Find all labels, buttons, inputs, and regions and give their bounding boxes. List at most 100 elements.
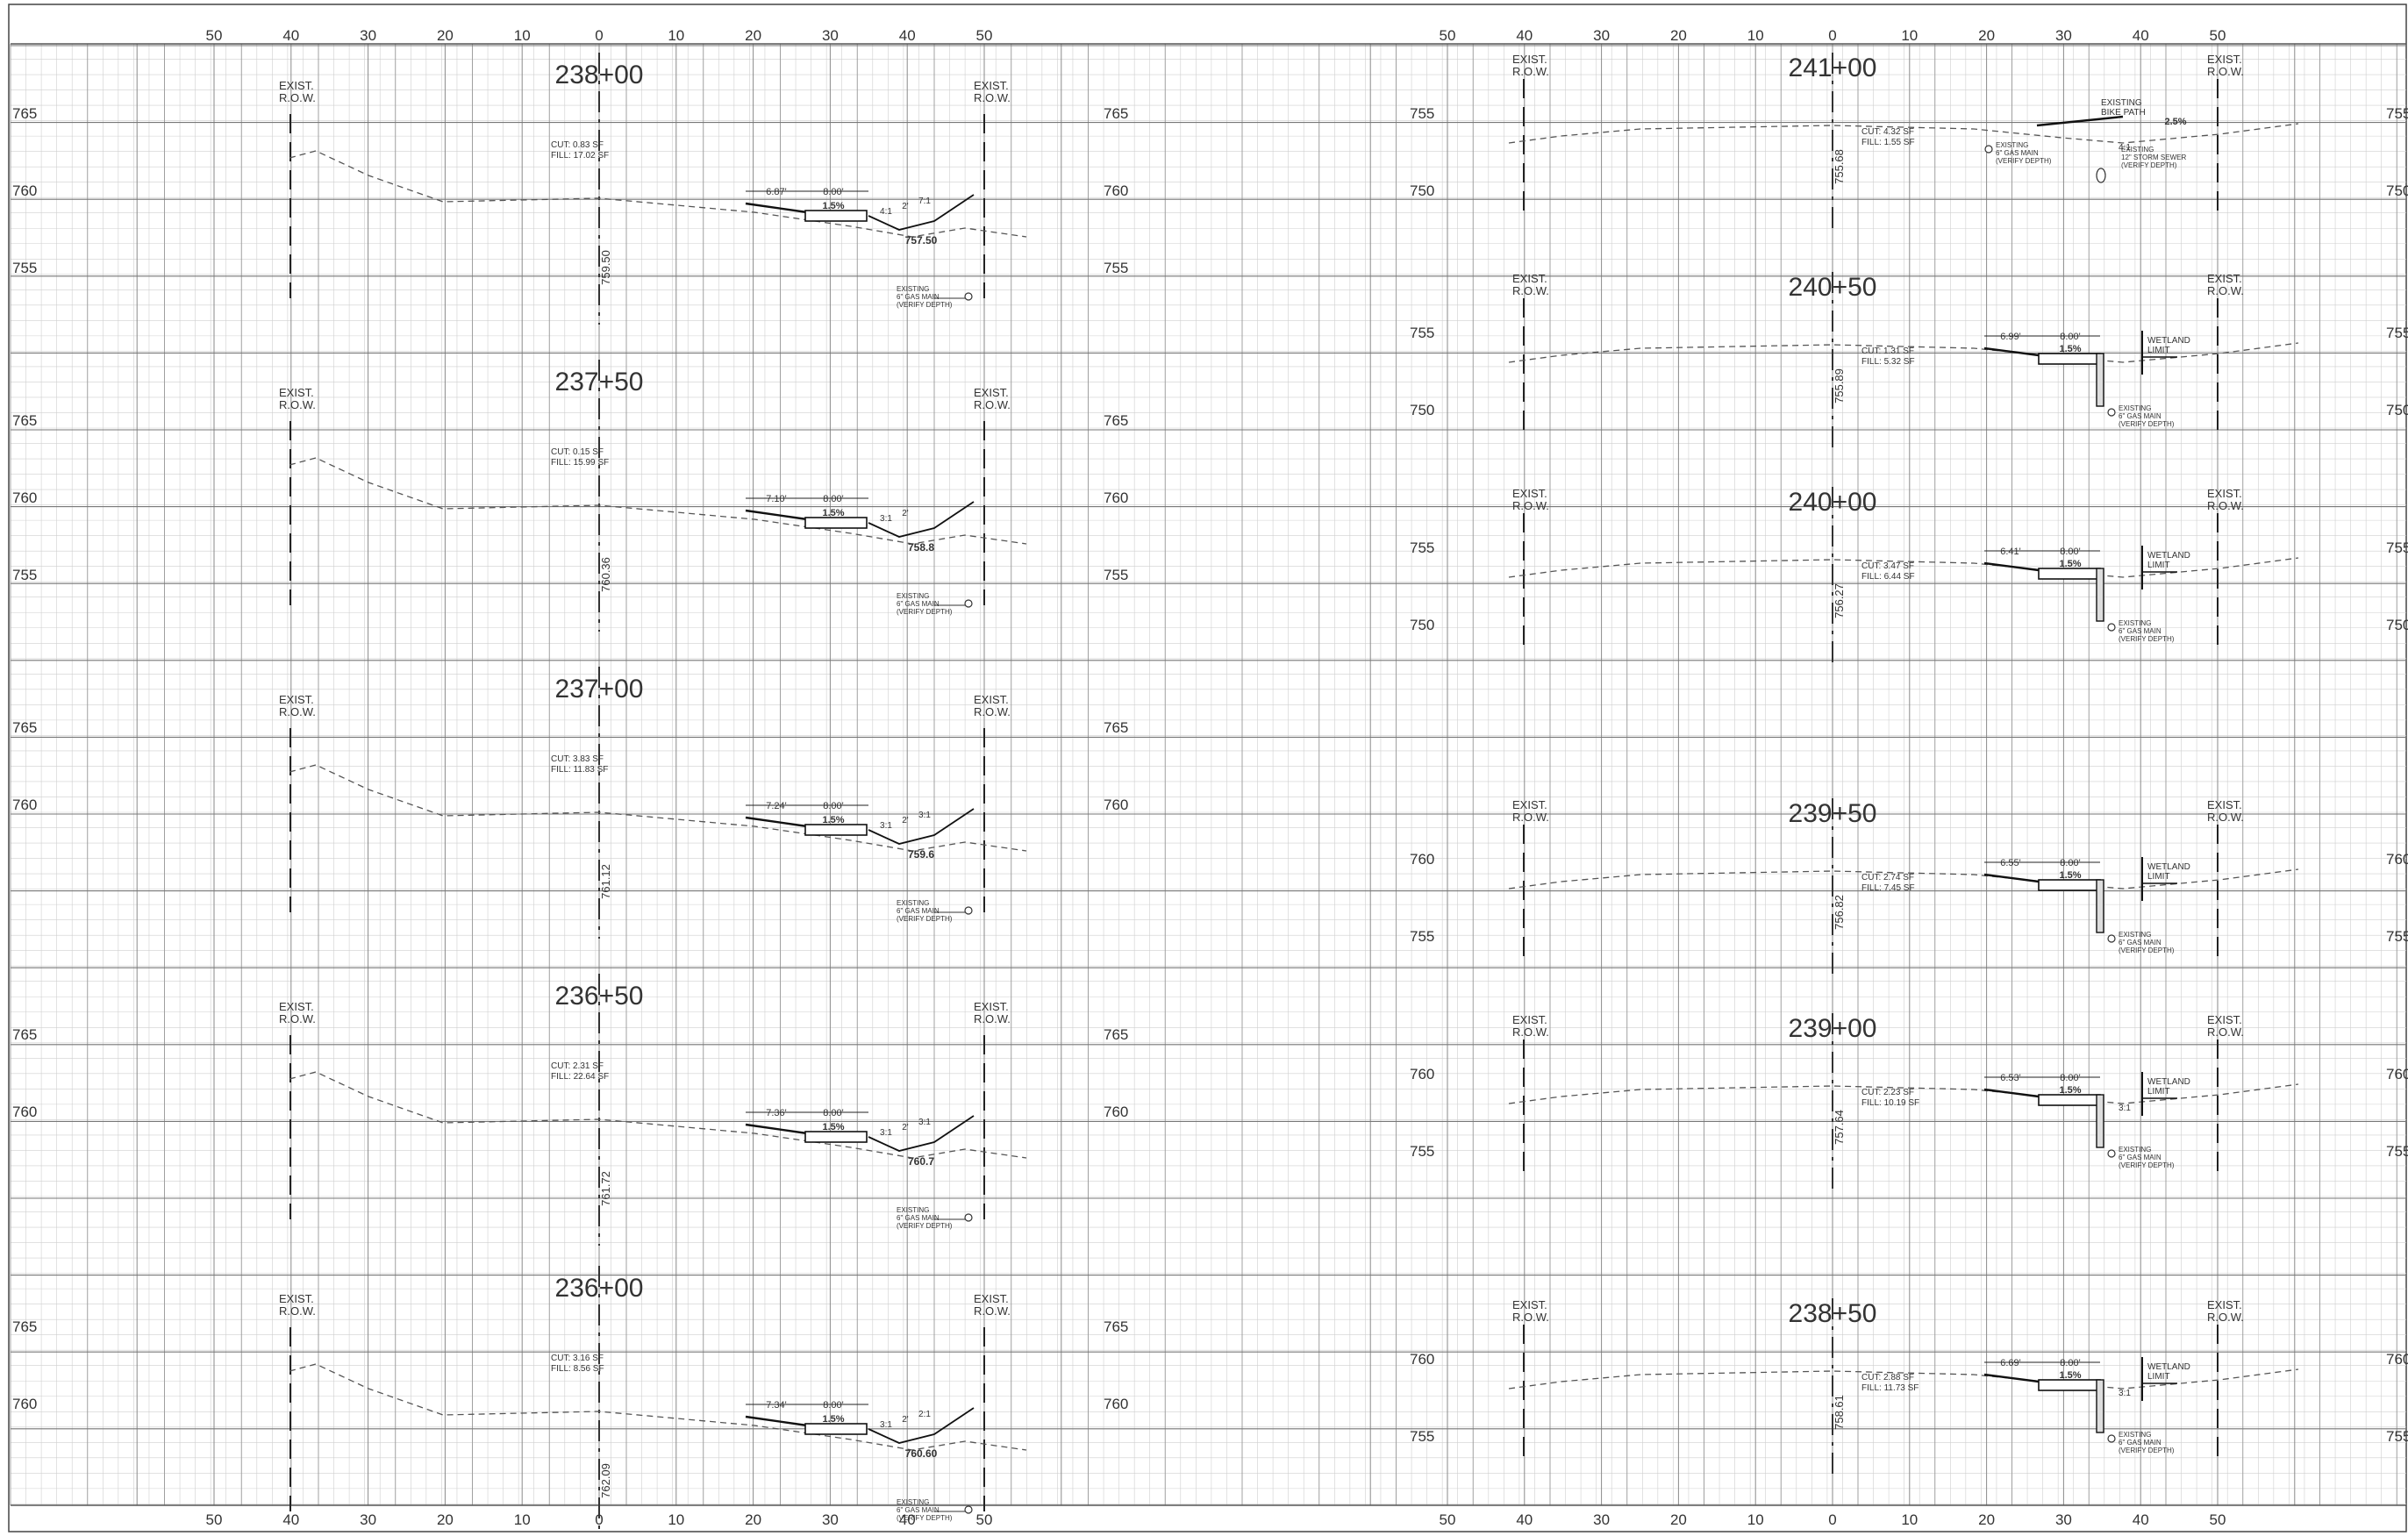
elev-label-left: 765 bbox=[12, 1318, 37, 1335]
gas-main-note-line: EXISTING bbox=[2119, 1431, 2151, 1439]
ratio-label: 3:1 bbox=[880, 514, 892, 524]
existing-ground-line bbox=[289, 764, 1027, 852]
gas-main-icon bbox=[2107, 623, 2116, 632]
center-elevation: 759.50 bbox=[599, 250, 612, 285]
existing-ground-line bbox=[1508, 1368, 2299, 1390]
elev-label-left: 760 bbox=[12, 182, 37, 199]
elev-label-left: 765 bbox=[12, 105, 37, 122]
elev-label-left: 760 bbox=[1410, 1351, 1434, 1368]
x-tick-top-label: 10 bbox=[514, 27, 531, 44]
center-elevation: 761.72 bbox=[599, 1171, 612, 1206]
dimension-label: 8.00' bbox=[2060, 858, 2081, 868]
gas-main-note-line: (VERIFY DEPTH) bbox=[897, 608, 953, 616]
row-label-left-line: EXIST. bbox=[1512, 798, 1547, 811]
x-tick-bottom-label: 20 bbox=[745, 1511, 761, 1528]
sheet-border bbox=[8, 4, 2407, 1532]
section-panel-239+50: 760755760755239+50EXIST.R.O.W.EXIST.R.O.… bbox=[1410, 798, 2408, 974]
gas-main-note-line: 6" GAS MAIN bbox=[897, 1506, 940, 1514]
x-tick-bottom-label: 50 bbox=[206, 1511, 223, 1528]
x-tick-top-label: 30 bbox=[1593, 27, 1610, 44]
x-tick-top-label: 30 bbox=[822, 27, 839, 44]
elev-label-right: 755 bbox=[2386, 105, 2408, 122]
proposed-grade bbox=[1983, 873, 2040, 883]
slope-label: 1.5% bbox=[2059, 1370, 2081, 1381]
gas-main-icon bbox=[964, 292, 973, 301]
ditch-profile bbox=[868, 1407, 975, 1444]
gas-main-icon bbox=[964, 1505, 973, 1514]
proposed-path bbox=[804, 1131, 868, 1143]
finish-elevation: 760.60 bbox=[905, 1447, 938, 1460]
cut-area: CUT: 2.88 SF bbox=[1861, 1373, 1914, 1382]
gas-main-icon bbox=[964, 1213, 973, 1222]
row-label-left: EXIST.R.O.W. bbox=[1512, 798, 1549, 824]
fill-area: FILL: 7.45 SF bbox=[1861, 883, 1915, 893]
x-tick-bottom-label: 20 bbox=[1670, 1511, 1687, 1528]
wetland-limit-label-line: LIMIT bbox=[2147, 1087, 2170, 1097]
existing-ground-line bbox=[1508, 123, 2299, 144]
x-tick-bottom-label: 40 bbox=[899, 1511, 916, 1528]
row-label-right-line: R.O.W. bbox=[974, 398, 1011, 411]
wetland-limit-label-line: LIMIT bbox=[2147, 561, 2170, 570]
fill-area: FILL: 10.19 SF bbox=[1861, 1098, 1919, 1108]
dimension-label: 6.41' bbox=[2000, 547, 2021, 557]
section-panel-237+00: 765760765760237+00EXIST.R.O.W.EXIST.R.O.… bbox=[12, 667, 1128, 939]
x-tick-bottom-label: 50 bbox=[976, 1511, 993, 1528]
center-elevation: 757.64 bbox=[1833, 1110, 1846, 1145]
wetland-limit-label-line: WETLAND bbox=[2147, 336, 2190, 346]
center-elevation: 755.68 bbox=[1833, 149, 1846, 184]
x-tick-bottom-label: 30 bbox=[822, 1511, 839, 1528]
cut-area: CUT: 2.23 SF bbox=[1861, 1088, 1914, 1097]
gas-main-note-line: (VERIFY DEPTH) bbox=[897, 1222, 953, 1230]
section-panel-238+00: 765760755765760755238+00EXIST.R.O.W.EXIS… bbox=[12, 53, 1128, 325]
gas-main-note-line: EXISTING bbox=[2119, 619, 2151, 627]
ratio-label: 3:1 bbox=[2119, 1389, 2131, 1398]
gas-main-note-line: EXISTING bbox=[1996, 141, 2028, 149]
row-label-left-line: EXIST. bbox=[1512, 53, 1547, 66]
elev-label-right: 765 bbox=[1104, 105, 1128, 122]
gas-main-note-line: (VERIFY DEPTH) bbox=[2119, 635, 2175, 643]
slope-label: 1.5% bbox=[2059, 559, 2081, 569]
elev-label-right: 760 bbox=[2386, 851, 2408, 868]
row-label-left-line: R.O.W. bbox=[1512, 1311, 1549, 1324]
center-elevation: 758.61 bbox=[1833, 1395, 1846, 1430]
slope-label: 1.5% bbox=[2059, 344, 2081, 354]
existing-ground-line bbox=[1508, 1083, 2299, 1104]
elev-label-left: 750 bbox=[1410, 617, 1434, 633]
section-panel-239+00: 760755760755239+00EXIST.R.O.W.EXIST.R.O.… bbox=[1410, 1013, 2408, 1189]
center-elevation: 756.27 bbox=[1833, 583, 1846, 618]
row-label-left: EXIST.R.O.W. bbox=[1512, 272, 1549, 297]
row-label-left: EXIST.R.O.W. bbox=[279, 79, 316, 104]
gas-main-icon bbox=[964, 906, 973, 915]
fill-area: FILL: 5.32 SF bbox=[1861, 357, 1915, 367]
cut-area: CUT: 2.74 SF bbox=[1861, 873, 1914, 882]
gas-main-note-line: (VERIFY DEPTH) bbox=[2119, 420, 2175, 428]
existing-ground-line bbox=[1508, 557, 2299, 578]
ratio-label: 3:1 bbox=[918, 811, 931, 820]
gas-main-note-line: EXISTING bbox=[897, 285, 929, 293]
x-tick-top-label: 40 bbox=[899, 27, 916, 44]
x-tick-top-label: 50 bbox=[1440, 27, 1456, 44]
gas-main-note-line: (VERIFY DEPTH) bbox=[1996, 157, 2052, 165]
center-elevation: 762.09 bbox=[599, 1463, 612, 1498]
x-tick-bottom-label: 30 bbox=[360, 1511, 376, 1528]
gas-main-note-line: 6" GAS MAIN bbox=[2119, 412, 2161, 420]
slope-label: 1.5% bbox=[2059, 1085, 2081, 1096]
ratio-label: 3:1 bbox=[918, 1118, 931, 1127]
gas-main-note-line: EXISTING bbox=[897, 592, 929, 600]
gas-main-note-line: 6" GAS MAIN bbox=[2119, 1439, 2161, 1447]
ratio-label: 4:1 bbox=[880, 207, 892, 217]
x-tick-bottom-label: 10 bbox=[668, 1511, 684, 1528]
row-label-right-line: R.O.W. bbox=[2207, 499, 2244, 512]
x-tick-bottom-label: 50 bbox=[2210, 1511, 2226, 1528]
row-label-left: EXIST.R.O.W. bbox=[1512, 53, 1549, 78]
row-label-right-line: EXIST. bbox=[2207, 487, 2242, 500]
ratio-label: 3:1 bbox=[880, 1420, 892, 1430]
x-tick-top-label: 40 bbox=[1516, 27, 1533, 44]
row-label-left: EXIST.R.O.W. bbox=[279, 1000, 316, 1025]
dimension-label: 6.87' bbox=[766, 187, 787, 197]
